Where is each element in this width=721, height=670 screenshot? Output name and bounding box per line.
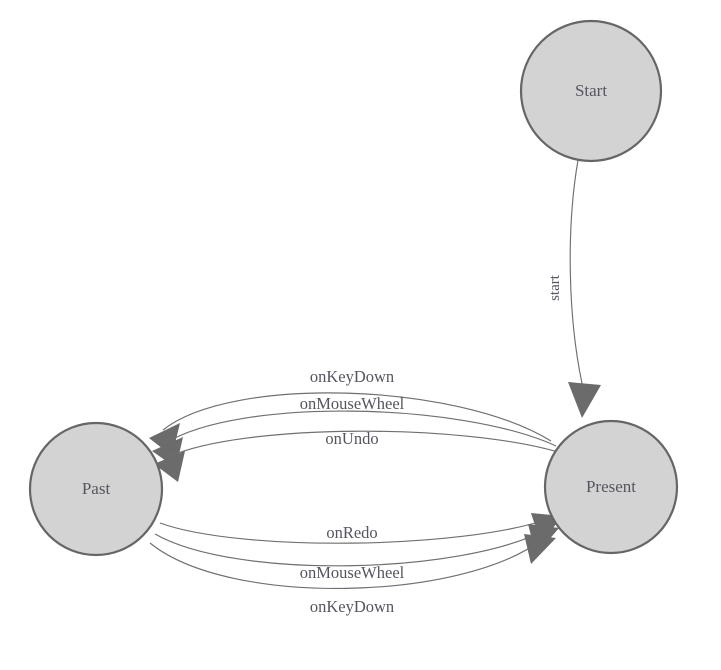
node-present[interactable]: Present	[543, 419, 679, 555]
edge-onundo-arrowhead	[154, 451, 185, 482]
edge-start-arrowhead	[568, 382, 601, 418]
edge-onkeydown-redo-path	[149, 539, 542, 590]
edge-start-label: start	[547, 274, 563, 301]
node-present-circle	[543, 419, 679, 555]
edge-onmousewheel-redo-label: onMouseWheel	[300, 563, 405, 582]
edge-onkeydown-redo[interactable]: onKeyDown	[149, 534, 556, 616]
edge-onmousewheel-undo-path	[165, 410, 557, 447]
node-start-label: Start	[575, 81, 607, 100]
node-past-label: Past	[82, 479, 111, 498]
edge-onundo[interactable]: onUndo	[154, 429, 559, 482]
edge-onkeydown-undo-label: onKeyDown	[310, 367, 394, 386]
edge-onmousewheel-undo-label: onMouseWheel	[300, 394, 405, 413]
node-start-circle	[519, 19, 663, 163]
edge-onredo-path	[159, 518, 549, 544]
edge-start[interactable]: start	[547, 159, 601, 418]
edge-onkeydown-redo-label: onKeyDown	[310, 597, 394, 616]
edge-onkeydown-undo-path	[162, 392, 552, 442]
node-past[interactable]: Past	[28, 421, 164, 557]
node-start[interactable]: Start	[519, 19, 663, 163]
edge-onundo-path	[167, 430, 559, 458]
node-present-label: Present	[586, 477, 636, 496]
edge-start-path	[569, 159, 584, 389]
edge-onredo[interactable]: onRedo	[159, 513, 562, 544]
edge-onkeydown-redo-arrowhead	[524, 534, 556, 564]
edge-onmousewheel-redo-path	[154, 529, 546, 567]
node-past-circle	[28, 421, 164, 557]
edge-onredo-label: onRedo	[326, 523, 377, 542]
edge-onundo-label: onUndo	[325, 429, 378, 448]
